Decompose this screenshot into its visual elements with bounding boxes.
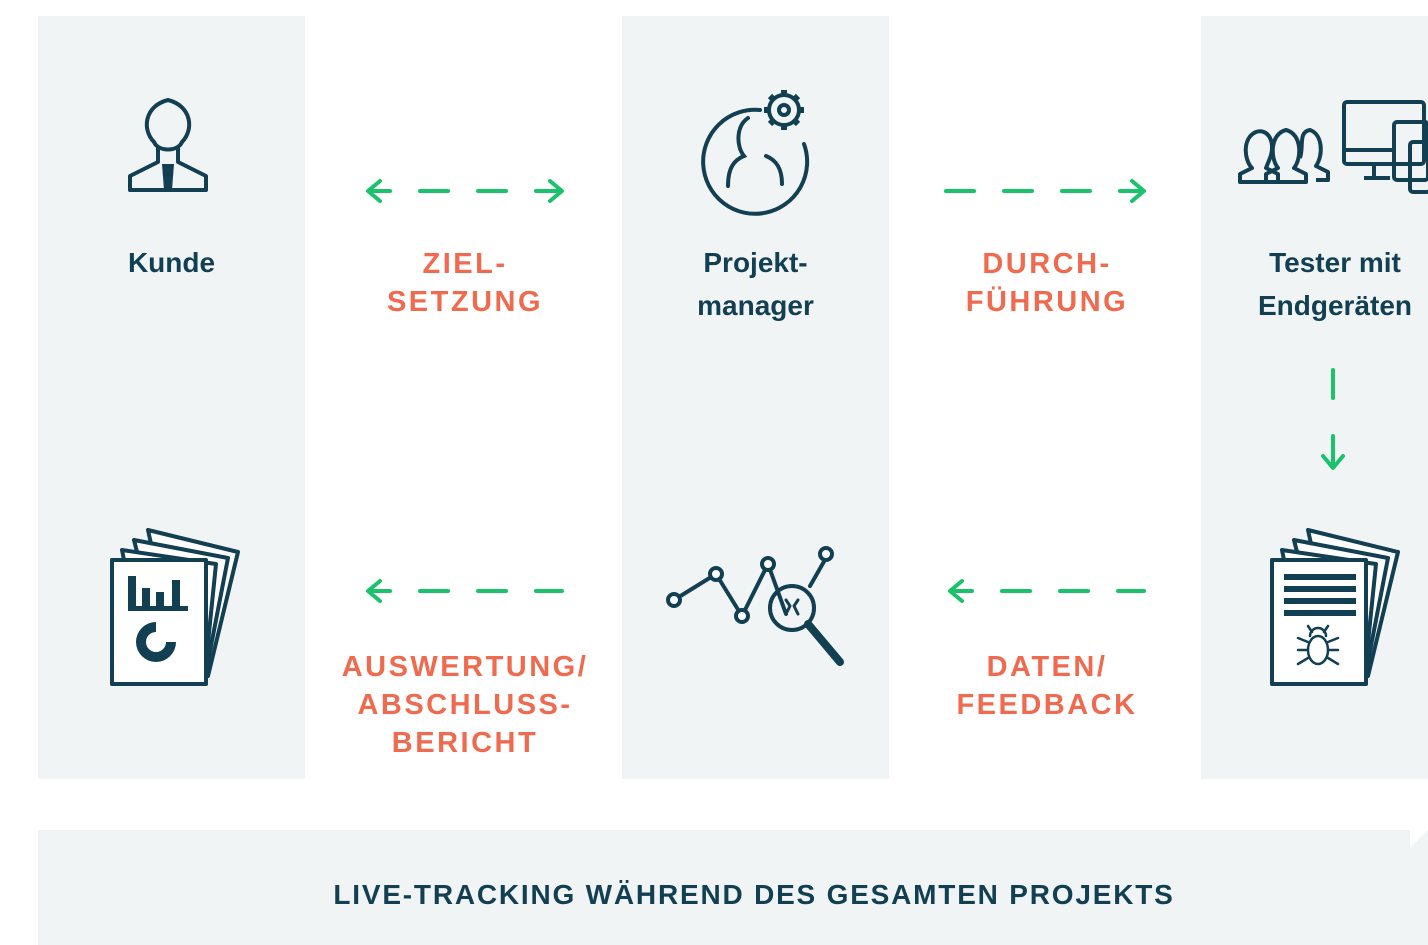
arrow-left-icon <box>948 579 1146 603</box>
step-label-data-feedback: DATEN/ FEEDBACK <box>956 651 1138 721</box>
step-label-evaluation-report: AUSWERTUNG/ ABSCHLUSS- BERICHT <box>341 651 589 759</box>
line-chart-magnifier-icon <box>666 546 844 666</box>
step-label-goal-setting: ZIEL- SETZUNG <box>386 248 544 318</box>
role-label-project-manager: Projekt- manager <box>697 247 814 321</box>
arrow-down-icon <box>1321 368 1345 470</box>
step-label-execution: DURCH- FÜHRUNG <box>965 248 1129 318</box>
banner-text: LIVE-TRACKING WÄHREND DES GESAMTEN PROJE… <box>333 879 1175 910</box>
live-tracking-banner <box>38 830 1428 945</box>
chart-report-documents-icon <box>110 528 240 686</box>
banner-corner-cut <box>1410 830 1428 848</box>
arrow-left-icon <box>366 579 564 603</box>
arrow-right-icon <box>944 179 1146 203</box>
users-and-devices-icon <box>1238 100 1428 194</box>
role-label-customer: Kunde <box>127 247 216 278</box>
role-label-testers: Tester mit Endgeräten <box>1257 247 1413 321</box>
project-manager-column <box>622 16 889 779</box>
arrow-bidirectional-icon <box>366 179 564 203</box>
bug-report-documents-icon <box>1270 528 1400 686</box>
person-with-gear-icon <box>701 90 810 216</box>
person-with-tie-icon <box>128 98 208 192</box>
